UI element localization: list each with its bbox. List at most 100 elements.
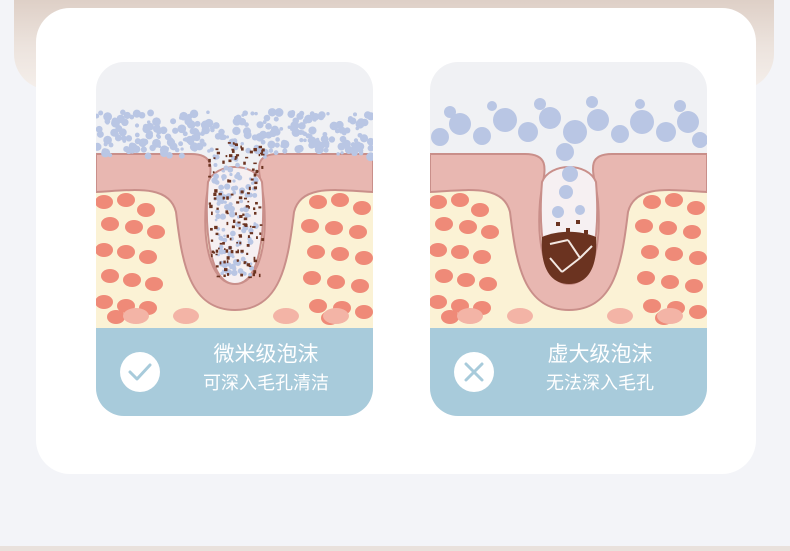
large-bubble [575,205,585,215]
dirt-particle [231,194,234,196]
large-bubble [562,166,578,182]
micro-bubble [231,264,236,269]
micro-bubble [103,136,112,145]
large-bubble [559,185,573,199]
micro-foam-subtitle: 可深入毛孔清洁 [176,372,356,396]
micro-foam-caption: 微米级泡沫 可深入毛孔清洁 [96,328,373,416]
dirt-particle [254,182,257,184]
large-bubble [656,122,676,142]
large-bubble [587,109,609,131]
fat-cell [687,201,705,215]
dirt-particle [224,248,226,250]
dirt-particle [253,273,255,276]
dirt-particle [246,253,248,255]
dirt-particle [236,251,239,253]
micro-bubble [299,138,303,142]
micro-bubble [294,145,302,153]
large-bubble [630,110,654,134]
dirt-particle [213,171,215,173]
dirt-particle [255,202,258,205]
dirt-particle [227,179,229,182]
micro-foam-pore-illustration [96,62,373,328]
dirt-particle [216,233,219,235]
fat-cell [147,225,165,239]
micro-bubble [329,136,335,142]
micro-bubble [172,144,177,149]
dirt-particle [237,259,239,261]
micro-bubble [223,235,226,238]
micro-bubble [290,121,299,130]
micro-bubble [368,145,373,152]
dirt-particle [235,212,237,215]
dirt-particle [249,187,251,190]
dirt-particle [212,251,214,254]
dirt-particle [254,174,257,177]
fat-cell [123,308,149,324]
dirt-particle [228,142,231,144]
dirt-particle [256,170,258,172]
dirt-particle [238,234,241,236]
large-bubble [586,96,598,108]
large-bubble [674,100,686,112]
fat-cell [307,245,325,259]
dirt-particle [556,222,560,226]
fat-cell [641,245,659,259]
dirt-particle [227,235,229,238]
micro-bubble [252,193,257,198]
dirt-particle [222,161,224,164]
dirt-particle [232,225,235,228]
micro-bubble [135,133,140,138]
fat-cell [473,250,491,264]
dirt-particle [239,215,242,218]
dirt-particle [244,223,247,226]
micro-bubble [200,139,205,144]
micro-bubble [230,231,236,237]
dirt-particle [262,148,265,151]
dirt-particle [235,156,238,159]
micro-bubble [352,120,356,124]
micro-bubble [280,144,284,148]
dirt-particle [222,242,225,245]
dirt-particle [250,151,253,154]
dirt-particle [242,214,244,216]
dirt-particle [248,235,250,238]
micro-bubble [131,151,134,154]
micro-bubble [157,135,161,139]
micro-bubble [326,112,329,115]
micro-bubble [218,236,223,241]
fat-cell [331,193,349,207]
micro-bubble [147,120,150,123]
micro-bubble [290,110,295,115]
fat-cell [327,275,345,289]
fat-cell [117,245,135,259]
micro-bubble [180,147,183,150]
micro-bubble [275,137,280,142]
micro-bubble [312,113,320,121]
micro-bubble [330,122,339,131]
dirt-particle [216,148,219,150]
micro-bubble [316,138,319,141]
micro-bubble [200,131,205,136]
fat-cell [643,195,661,209]
large-foam-subtitle: 无法深入毛孔 [510,372,690,396]
micro-bubble [360,134,368,142]
fat-cell [309,299,327,313]
dirt-particle [211,254,213,257]
fat-cell [107,310,125,324]
dirt-particle [253,207,255,210]
dirt-particle [252,168,255,170]
bottom-divider [0,546,790,551]
dirt-particle [259,154,261,156]
fat-cell [457,273,475,287]
fat-cell [507,308,533,324]
dirt-particle [213,157,215,159]
dirt-particle [240,250,243,253]
dirt-particle [239,227,241,229]
micro-bubble [160,126,168,134]
fat-cell [101,217,119,231]
micro-bubble [126,135,132,141]
dirt-particle [214,189,217,192]
dirt-particle [214,197,217,199]
dirt-particle [208,164,211,167]
micro-bubble [239,199,243,203]
